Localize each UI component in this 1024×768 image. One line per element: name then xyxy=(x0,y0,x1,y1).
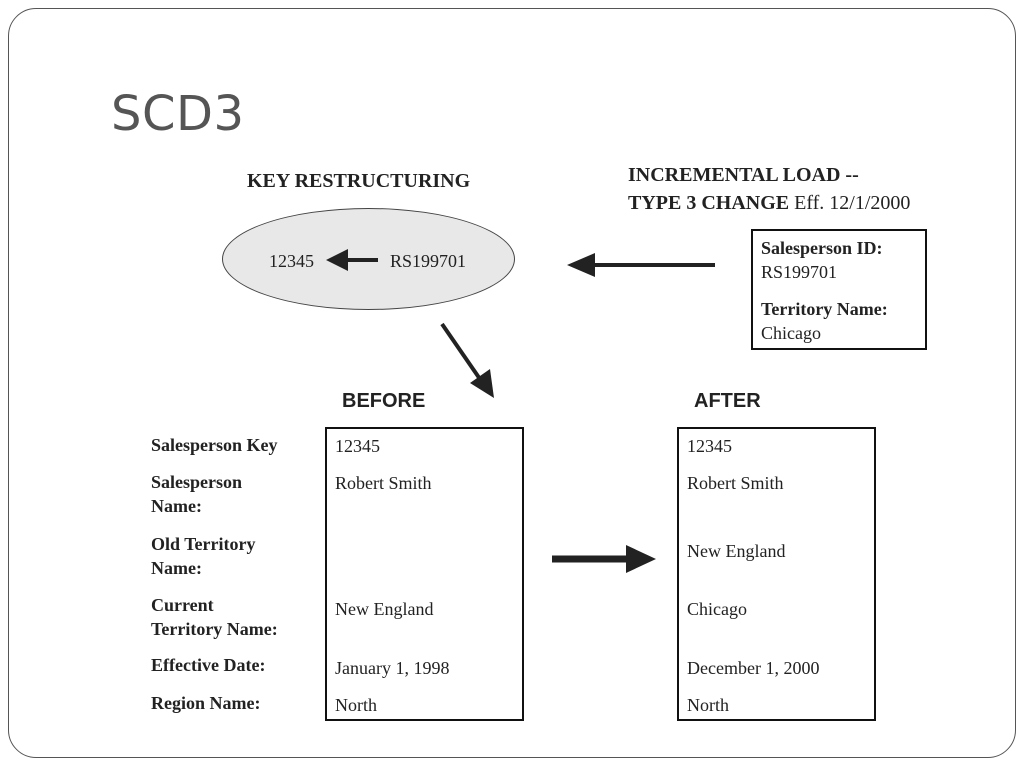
salesperson-id-label: Salesperson ID: xyxy=(761,238,883,258)
after-value-name: Robert Smith xyxy=(687,473,784,493)
row-label-salesperson-key: Salesperson Key xyxy=(151,435,278,455)
after-record-box xyxy=(677,427,876,721)
before-record-box xyxy=(325,427,524,721)
row-label-current-territory: Current Territory Name: xyxy=(151,595,278,639)
after-value-effective-date: December 1, 2000 xyxy=(687,658,820,678)
key-restructuring-heading: KEY RESTRUCTURING xyxy=(247,170,471,192)
row-label-salesperson-name: Salesperson Name: xyxy=(151,472,243,516)
after-value-key: 12345 xyxy=(687,436,732,456)
incremental-load-line2: TYPE 3 CHANGE Eff. 12/1/2000 xyxy=(628,189,910,217)
new-key-text: 12345 xyxy=(269,251,314,271)
before-value-name: Robert Smith xyxy=(335,473,432,493)
before-value-key: 12345 xyxy=(335,436,380,456)
type3-change-label: TYPE 3 CHANGE xyxy=(628,192,790,214)
incoming-record-box xyxy=(751,229,927,350)
before-heading: BEFORE xyxy=(342,390,426,412)
row-label-region-name: Region Name: xyxy=(151,693,261,713)
before-value-region: North xyxy=(335,695,377,715)
salesperson-id-value: RS199701 xyxy=(761,262,838,282)
effective-date-note: Eff. 12/1/2000 xyxy=(789,192,911,214)
after-value-current-territory: Chicago xyxy=(687,599,747,619)
after-heading: AFTER xyxy=(694,390,761,412)
row-label-effective-date: Effective Date: xyxy=(151,655,266,675)
after-value-region: North xyxy=(687,695,729,715)
territory-name-label: Territory Name: xyxy=(761,299,888,319)
row-label-old-territory: Old Territory Name: xyxy=(151,534,256,578)
slide-title: SCD3 xyxy=(111,86,245,142)
old-key-text: RS199701 xyxy=(390,251,467,271)
before-value-current-territory: New England xyxy=(335,599,434,619)
incremental-load-line1: INCREMENTAL LOAD -- xyxy=(628,164,859,186)
after-value-old-territory: New England xyxy=(687,541,786,561)
territory-name-value: Chicago xyxy=(761,323,821,343)
key-restructuring-ellipse xyxy=(222,208,515,310)
before-value-effective-date: January 1, 1998 xyxy=(335,658,450,678)
incremental-load-heading: INCREMENTAL LOAD -- TYPE 3 CHANGE Eff. 1… xyxy=(628,161,910,217)
